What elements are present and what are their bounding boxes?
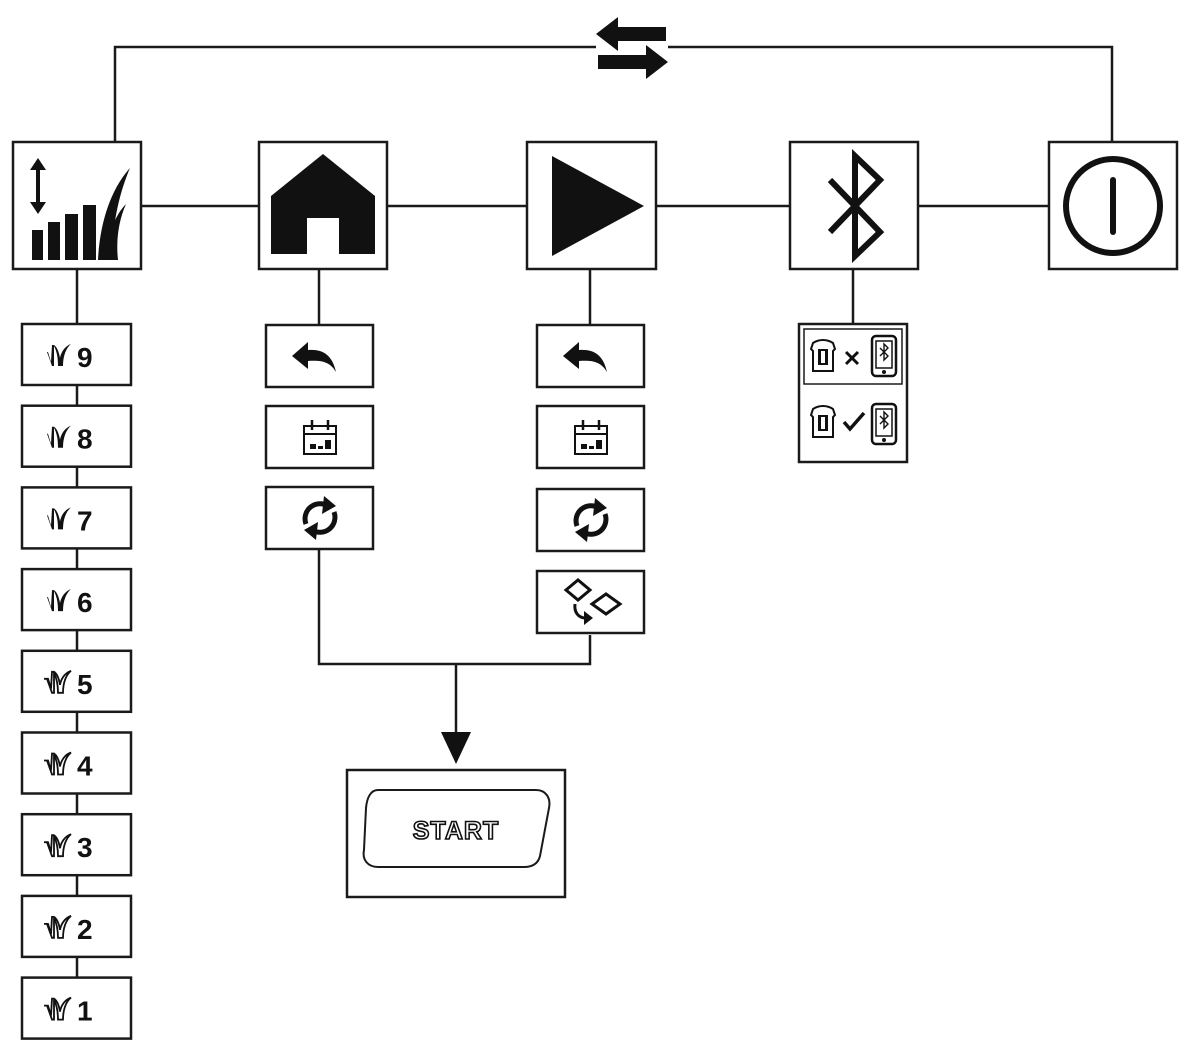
check-icon [842,411,866,432]
height-level-number: 2 [77,914,93,945]
bluetooth-disconnected-option[interactable] [803,328,903,385]
height-level-number: 8 [77,424,93,455]
height-level-button[interactable]: 3 [20,812,133,877]
zone-switch-icon [563,578,623,625]
play-icon [552,156,644,256]
height-level-button[interactable]: 4 [20,731,133,795]
height-level-number: 6 [77,587,93,618]
swap-arrows-icon[interactable] [596,15,668,79]
play-schedule-button[interactable] [535,404,646,470]
height-level-number: 7 [77,505,93,536]
bluetooth-connected-option[interactable] [810,402,898,446]
home-schedule-button[interactable] [264,404,375,470]
height-level-number: 9 [77,342,93,373]
start-button[interactable]: START [362,789,551,868]
height-level-button[interactable]: 1 [20,976,133,1040]
bluetooth-button[interactable] [788,140,920,271]
phone-bluetooth-icon [870,402,898,446]
play-button[interactable] [525,140,658,271]
height-levels: 9 8 7 6 5 4 3 2 1 [20,322,133,1040]
height-level-number: 4 [77,751,93,782]
height-level-number: 5 [77,669,93,700]
play-submenu [535,323,646,635]
height-setting-button[interactable] [11,140,143,271]
power-button[interactable] [1047,140,1179,271]
cutting-height-icon [30,158,130,260]
cross-icon [844,350,860,366]
robot-icon [810,339,836,372]
height-level-number: 3 [77,832,93,863]
start-label: START [413,817,499,845]
height-level-button[interactable]: 5 [20,649,133,714]
home-icon [271,154,375,254]
height-level-button[interactable]: 7 [20,486,133,550]
home-return-button[interactable] [264,323,375,389]
top-loop-line [113,45,597,141]
bluetooth-submenu [797,322,909,464]
home-submenu [264,323,375,551]
height-level-number: 1 [77,996,93,1027]
height-level-button[interactable]: 9 [20,322,133,387]
power-icon [1063,156,1163,256]
height-level-button[interactable]: 8 [20,404,133,468]
start-panel: START [345,768,567,899]
bluetooth-icon [827,148,885,264]
height-level-button[interactable]: 2 [20,894,133,959]
height-level-button[interactable]: 6 [20,567,133,632]
home-cycle-button[interactable] [264,485,375,551]
home-button[interactable] [257,140,389,271]
phone-bluetooth-icon [870,334,898,378]
play-zone-button[interactable] [535,569,646,635]
top-loop-line-right [667,45,1114,141]
play-cycle-button[interactable] [535,487,646,553]
merge-line [317,549,592,666]
down-arrow-icon [441,732,471,764]
robot-icon [810,405,836,438]
play-return-button[interactable] [535,323,646,389]
